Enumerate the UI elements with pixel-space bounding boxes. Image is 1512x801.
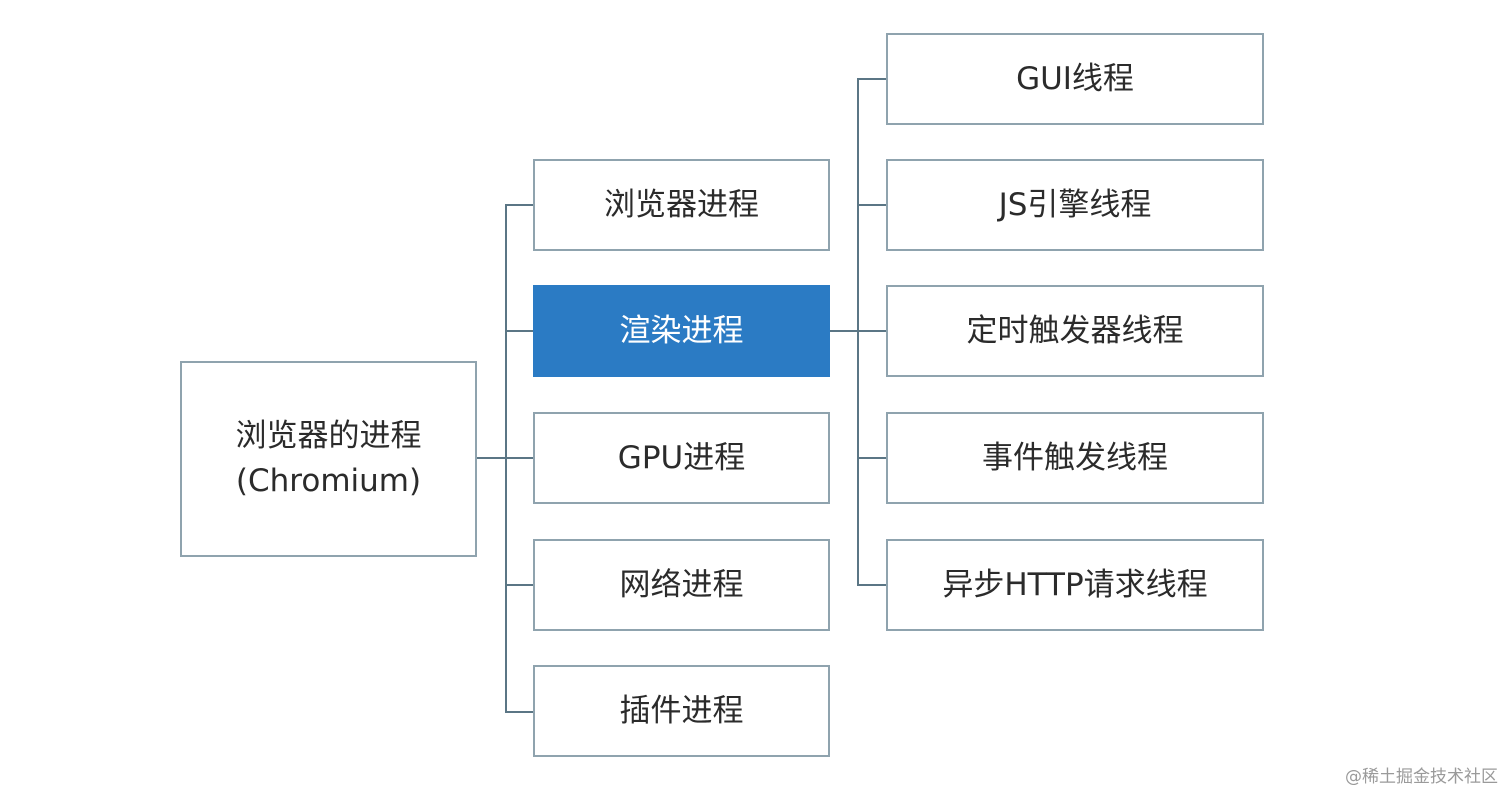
process-label: 插件进程 xyxy=(619,692,744,729)
process-label: 网络进程 xyxy=(619,566,744,603)
connector-thread-2 xyxy=(857,204,888,206)
thread-label: JS引擎线程 xyxy=(998,186,1152,223)
connector-render-trunk xyxy=(829,330,859,332)
process-node-network: 网络进程 xyxy=(533,539,830,631)
connector-thread-3 xyxy=(857,330,888,332)
root-subtitle: (Chromium) xyxy=(235,463,422,499)
process-label: 浏览器进程 xyxy=(604,186,759,223)
connector-thread-1 xyxy=(857,78,888,80)
thread-label: 事件触发线程 xyxy=(982,439,1168,476)
connector-process-4 xyxy=(505,584,535,586)
thread-node-gui: GUI线程 xyxy=(886,33,1264,125)
process-node-gpu: GPU进程 xyxy=(533,412,830,504)
thread-node-js-engine: JS引擎线程 xyxy=(886,159,1264,251)
connector-thread-4 xyxy=(857,457,888,459)
root-node-text: 浏览器的进程 (Chromium) xyxy=(236,414,422,504)
process-node-browser: 浏览器进程 xyxy=(533,159,830,251)
thread-label: 异步HTTP请求线程 xyxy=(942,566,1208,603)
connector-process-5 xyxy=(505,711,535,713)
thread-node-timer: 定时触发器线程 xyxy=(886,285,1264,377)
root-node: 浏览器的进程 (Chromium) xyxy=(180,361,477,557)
process-node-renderer: 渲染进程 xyxy=(533,285,830,377)
connector-threads-spine xyxy=(857,78,859,586)
connector-thread-5 xyxy=(857,584,888,586)
connector-root-trunk xyxy=(476,457,506,459)
connector-process-2 xyxy=(505,330,535,332)
process-label: 渲染进程 xyxy=(619,312,744,349)
connector-process-3 xyxy=(505,457,535,459)
process-label: GPU进程 xyxy=(617,439,746,476)
process-node-plugin: 插件进程 xyxy=(533,665,830,757)
thread-node-event: 事件触发线程 xyxy=(886,412,1264,504)
thread-label: GUI线程 xyxy=(1016,60,1134,97)
thread-node-async-http: 异步HTTP请求线程 xyxy=(886,539,1264,631)
thread-label: 定时触发器线程 xyxy=(966,312,1184,349)
root-title: 浏览器的进程 xyxy=(235,418,422,455)
watermark: @稀土掘金技术社区 xyxy=(1345,767,1498,787)
connector-process-1 xyxy=(505,204,535,206)
